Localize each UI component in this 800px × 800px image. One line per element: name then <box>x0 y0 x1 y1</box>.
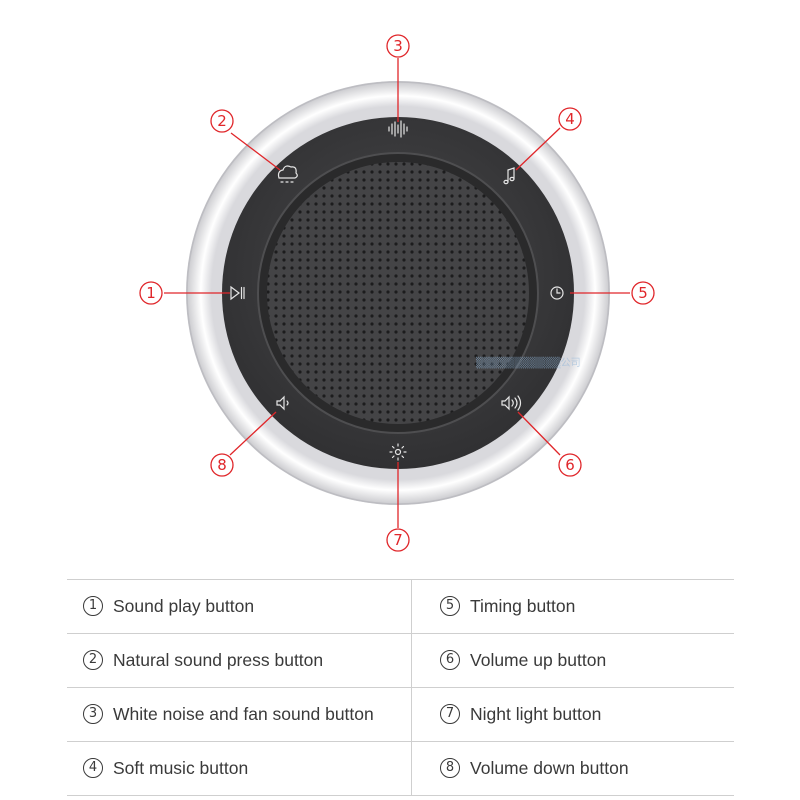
legend-label-4: Soft music button <box>113 757 249 778</box>
leader-lines <box>164 58 630 528</box>
legend-label-2: Natural sound press button <box>113 649 324 670</box>
cloud-rain-icon[interactable] <box>277 165 298 183</box>
sound-wave-icon[interactable] <box>388 120 408 138</box>
callout-number-5: 5 <box>638 284 648 302</box>
callout-number-4: 4 <box>565 110 575 128</box>
music-note-icon[interactable] <box>503 167 515 185</box>
watermark-text: ▒▒▒▒▒▒▒▒▒▒▒公司 <box>476 356 581 369</box>
callout-marker-4: 4 <box>558 107 582 131</box>
legend-label-7: Night light button <box>470 703 602 724</box>
volume-down-icon[interactable] <box>276 395 289 411</box>
legend-label-8: Volume down button <box>470 757 629 778</box>
table-row: 4 Soft music button 8 Volume down button <box>67 741 734 796</box>
legend-item-2: 2 Natural sound press button <box>67 633 412 688</box>
callout-marker-3: 3 <box>386 34 410 58</box>
leader-line-6 <box>517 411 561 456</box>
callout-marker-5: 5 <box>631 281 655 305</box>
legend-number-5: 5 <box>440 596 460 617</box>
callout-marker-2: 2 <box>210 109 234 133</box>
legend-label-5: Timing button <box>470 595 576 616</box>
callout-number-7: 7 <box>393 531 403 549</box>
table-row: 2 Natural sound press button 6 Volume up b… <box>67 633 734 688</box>
volume-up-icon[interactable] <box>501 395 522 411</box>
callout-number-3: 3 <box>393 37 403 55</box>
leader-line-2 <box>230 132 281 171</box>
legend-item-8: 8 Volume down button <box>411 741 734 796</box>
callout-marker-1: 1 <box>139 281 163 305</box>
leader-line-4 <box>515 127 561 171</box>
callout-marker-8: 8 <box>210 453 234 477</box>
device-diagram: ▒▒▒▒▒▒▒▒▒▒▒公司 1 2 3 4 5 <box>139 34 655 552</box>
callout-number-2: 2 <box>217 112 227 130</box>
legend-number-2: 2 <box>83 650 103 671</box>
legend-number-8: 8 <box>440 758 460 779</box>
table-row: 3 White noise and fan sound button 7 Night… <box>67 687 734 742</box>
callout-marker-7: 7 <box>386 528 410 552</box>
legend-item-4: 4 Soft music button <box>67 741 412 796</box>
play-pause-icon[interactable] <box>230 285 245 301</box>
callout-number-6: 6 <box>565 456 575 474</box>
legend-number-1: 1 <box>83 596 103 617</box>
callout-number-1: 1 <box>146 284 156 302</box>
legend-item-3: 3 White noise and fan sound button <box>67 687 412 742</box>
callout-markers: 1 2 3 4 5 6 7 8 <box>139 34 655 552</box>
legend-item-5: 5 Timing button <box>411 579 734 634</box>
callout-marker-6: 6 <box>558 453 582 477</box>
legend-number-6: 6 <box>440 650 460 671</box>
speaker-grille <box>267 162 529 424</box>
legend-label-1: Sound play button <box>113 595 255 616</box>
legend-number-4: 4 <box>83 758 103 779</box>
legend-number-3: 3 <box>83 704 103 725</box>
legend-item-6: 6 Volume up button <box>411 633 734 688</box>
button-legend-table: 1 Sound play button 5 Timing button 2 Natur… <box>67 579 734 796</box>
legend-label-6: Volume up button <box>470 649 607 670</box>
legend-item-7: 7 Night light button <box>411 687 734 742</box>
callout-number-8: 8 <box>217 456 227 474</box>
leader-line-8 <box>229 411 277 456</box>
clock-icon[interactable] <box>550 286 564 300</box>
legend-number-7: 7 <box>440 704 460 725</box>
table-row: 1 Sound play button 5 Timing button <box>67 579 734 634</box>
legend-item-1: 1 Sound play button <box>67 579 412 634</box>
sun-light-icon[interactable] <box>389 443 407 461</box>
legend-label-3: White noise and fan sound button <box>113 703 374 724</box>
